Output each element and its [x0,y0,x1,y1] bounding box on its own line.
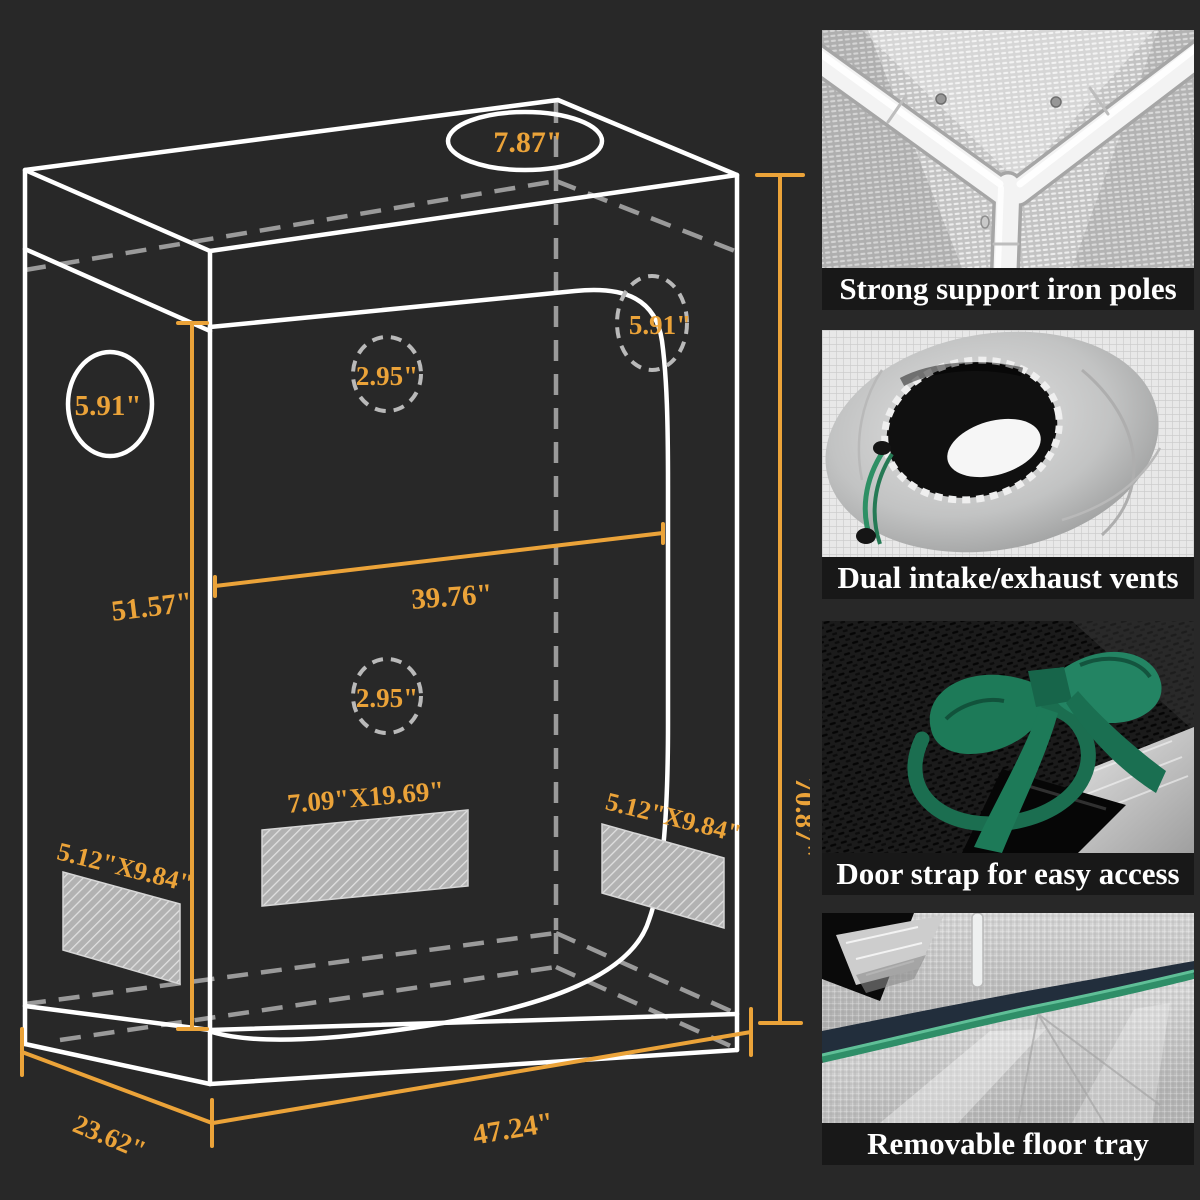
door-strap-photo [822,621,1194,853]
dimension-door-width: 39.76" [213,522,665,616]
base-depth-label: 23.62" [69,1109,150,1166]
door-width-label: 39.76" [410,578,493,616]
bow-knot [1028,667,1072,707]
y-pole-connector [822,39,1194,268]
green-tray-trim [822,969,1194,1064]
feature-caption-tray: Removable floor tray [822,1123,1194,1165]
green-door-strap-bow [907,651,1166,853]
front-hole-bottom-circle: 2.95" [351,657,423,735]
crinkled-fabric [836,915,944,993]
front-hole-top-label: 2.95" [356,361,418,391]
door-outline [207,287,671,1042]
feature-panel-tray: Removable floor tray [822,913,1194,1165]
drawstring-cord [856,441,894,545]
side-duct-label: 5.91" [75,390,142,422]
drawstring-scrunch-edge [881,356,1063,504]
feature-panel-poles: Strong support iron poles [822,30,1194,310]
feature-panel-strap: Door strap for easy access [822,621,1194,895]
vent-center-label: 7.09"X19.69" [286,775,445,819]
intake-exhaust-vent-photo [822,330,1194,557]
top-duct-oval: 7.87" [445,109,605,173]
top-duct-label: 7.87" [493,126,562,159]
cord-lock [873,441,891,455]
strap-tail-left [974,707,1058,853]
door-corner-duct-label: 5.91" [629,310,691,340]
front-hole-top-circle: 2.95" [351,335,423,413]
tent-pole [971,913,984,988]
outer-height-label: 70.87" [789,777,810,858]
vent-sock [825,331,1162,553]
front-hole-bottom-label: 2.95" [356,683,418,713]
pole-screw-button [1050,96,1062,108]
vent-left-hatch [62,871,181,985]
vent-center-hatch [261,809,469,907]
bow-left-loop [929,674,1042,755]
vent-right-hatch [601,823,725,929]
tent-dimension-diagram: 7.87" 5.91" 2.95" 2.95" 5.91" 5.12"X9.84… [20,97,810,1166]
vent-light-through [947,418,1041,478]
feature-caption-poles: Strong support iron poles [822,268,1194,310]
base-width-label: 47.24" [470,1106,556,1151]
door-corner-duct-circle: 5.91" [615,274,691,372]
side-duct-circle: 5.91" [65,349,155,459]
pole-screw-button [935,93,947,105]
dimension-outer-height: 70.87" [755,173,810,1025]
feature-panel-vents: Dual intake/exhaust vents [822,330,1194,599]
cord-lock [856,528,876,544]
support-poles-photo [822,30,1194,268]
inner-height-label: 51.57" [110,586,195,628]
tent-hidden-edges [24,102,736,1051]
floor-tray-photo [822,913,1194,1123]
strap-tail-right [1066,691,1166,793]
mesh-bright-wedge [862,30,1154,182]
mylar-floor [822,979,1194,1123]
feature-caption-vents: Dual intake/exhaust vents [822,557,1194,599]
tent-outline [22,97,740,1087]
pole-screw-button [980,215,990,229]
feature-caption-strap: Door strap for easy access [822,853,1194,895]
